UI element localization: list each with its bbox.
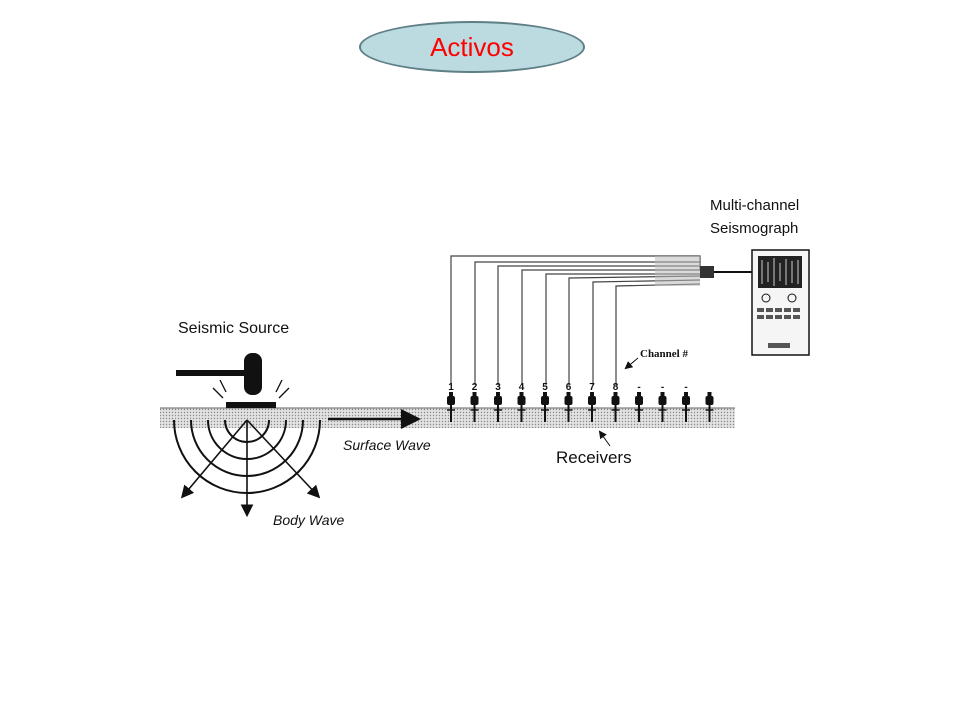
geophone-icon <box>541 392 549 422</box>
geophone-icon <box>682 392 690 422</box>
seismic-source-label: Seismic Source <box>178 320 289 337</box>
geophone-icon <box>517 392 526 422</box>
title-badge: Activos <box>359 21 585 73</box>
receivers-label-pointer <box>598 430 611 447</box>
channel-number: 3 <box>495 382 501 393</box>
geophone-icon <box>658 392 667 422</box>
channel-number: - <box>684 382 687 393</box>
channel-number: 5 <box>542 382 548 393</box>
geophone-icon <box>494 392 502 422</box>
impact-marks <box>212 379 290 399</box>
channel-label-pointer <box>624 357 639 370</box>
geophone-icon <box>611 392 620 422</box>
hammer-icon <box>176 353 262 395</box>
body-wave-rays <box>180 419 321 518</box>
surface-wave-label: Surface Wave <box>343 437 431 453</box>
channel-number: 6 <box>566 382 572 393</box>
slide-title: Activos <box>430 31 514 62</box>
geophone-icon <box>447 392 455 422</box>
diagram-background <box>128 195 846 535</box>
geophone-icon <box>588 392 596 422</box>
receivers-label: Receivers <box>556 448 632 467</box>
channel-number: 4 <box>519 382 525 393</box>
channel-label: Channel # <box>640 348 688 360</box>
channel-number: 8 <box>613 382 619 393</box>
geophone-icon <box>635 392 643 422</box>
seismograph-label-line1: Multi-channel <box>710 197 799 214</box>
channel-number: - <box>661 382 664 393</box>
cable-connector <box>655 256 752 286</box>
receiver-array: 1 2 3 4 5 6 7 8 - - - <box>447 382 714 422</box>
geophone-icon <box>564 392 573 422</box>
geophone-icon <box>470 392 479 422</box>
channel-number: 7 <box>589 382 595 393</box>
geophone-icon <box>705 392 714 422</box>
seismograph-label-line2: Seismograph <box>710 220 798 237</box>
body-wave-label: Body Wave <box>273 512 345 528</box>
channel-number: 1 <box>448 382 454 393</box>
seismograph-device-icon <box>751 249 810 356</box>
source-plate <box>226 402 276 408</box>
channel-number: 2 <box>472 382 478 393</box>
channel-number: - <box>637 382 640 393</box>
